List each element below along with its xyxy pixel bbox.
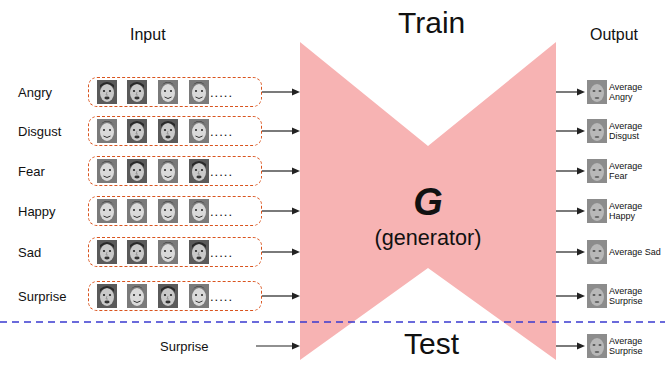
column-header: Input — [130, 26, 166, 44]
face-image — [97, 159, 117, 183]
output-node: Average Disgust — [585, 117, 663, 145]
arrow-connector — [262, 208, 300, 215]
input-group: Surprise..... — [18, 281, 262, 311]
bowtie-outline — [300, 42, 556, 360]
average-face — [587, 119, 607, 143]
face-image — [97, 199, 117, 223]
dashed-group-box — [88, 77, 262, 107]
average-face — [587, 240, 607, 264]
row-label: Sad — [18, 245, 84, 260]
phase-title: Test — [404, 327, 459, 360]
arrow-connector — [556, 89, 585, 96]
input-group: Happy..... — [18, 196, 262, 226]
row-label: Disgust — [18, 124, 84, 139]
input-group: Fear..... — [18, 156, 262, 186]
face-image — [127, 119, 147, 143]
average-face — [587, 334, 607, 358]
dashed-group-box — [88, 156, 262, 186]
arrow-connector — [556, 208, 585, 215]
generator-symbol: G — [300, 182, 556, 224]
arrow-connector — [262, 168, 300, 175]
input-faces — [97, 80, 209, 308]
average-face — [587, 199, 607, 223]
arrow-connector — [556, 343, 585, 350]
output-node: Average Surprise — [585, 332, 663, 360]
output-caption: Average Sad — [609, 247, 661, 257]
output-node: Average Surprise — [585, 282, 663, 310]
dashed-group-box — [88, 281, 262, 311]
arrow-connector — [262, 293, 300, 300]
generator-bowtie: G(generator) — [300, 42, 556, 360]
face-image — [127, 80, 147, 104]
output-caption: Average Angry — [609, 82, 661, 103]
face-image — [97, 80, 117, 104]
face-image — [158, 199, 178, 223]
arrow-connector — [556, 249, 585, 256]
arrow-connector — [556, 293, 585, 300]
face-image — [189, 240, 209, 264]
row-label: Fear — [18, 164, 84, 179]
face-image — [127, 284, 147, 308]
ellipsis-dots: ..... — [210, 85, 233, 100]
output-faces — [587, 80, 607, 358]
input-group: Sad..... — [18, 237, 262, 267]
ellipsis-dots: ..... — [210, 245, 233, 260]
average-face — [587, 159, 607, 183]
column-header: Output — [590, 26, 638, 44]
face-image — [127, 240, 147, 264]
input-group: Angry..... — [18, 77, 262, 107]
output-node: Average Angry — [585, 78, 663, 106]
arrow-connector — [256, 343, 300, 350]
face-image — [189, 80, 209, 104]
face-image — [189, 199, 209, 223]
face-image — [127, 199, 147, 223]
ellipsis-dots: ..... — [210, 289, 233, 304]
face-image — [189, 159, 209, 183]
arrow-connector — [556, 128, 585, 135]
face-image — [127, 159, 147, 183]
average-face — [587, 284, 607, 308]
input-group: Disgust..... — [18, 116, 262, 146]
ellipsis-dots: ..... — [210, 204, 233, 219]
arrow-connector — [262, 89, 300, 96]
face-image — [189, 284, 209, 308]
arrow-connector — [262, 128, 300, 135]
output-node: Average Happy — [585, 197, 663, 225]
input-group: Surprise — [160, 333, 256, 359]
row-label: Surprise — [18, 289, 84, 304]
average-face — [587, 80, 607, 104]
face-image — [158, 159, 178, 183]
output-caption: Average Fear — [609, 161, 661, 182]
generator-caption: (generator) — [300, 224, 556, 252]
face-image — [158, 119, 178, 143]
test-input-label: Surprise — [160, 339, 208, 354]
train-test-separator — [0, 321, 665, 322]
output-caption: Average Surprise — [609, 286, 661, 307]
face-image — [97, 240, 117, 264]
face-image — [158, 240, 178, 264]
output-node: Average Sad — [585, 238, 663, 266]
ellipsis-dots: ..... — [210, 164, 233, 179]
face-image — [97, 284, 117, 308]
output-caption: Average Happy — [609, 201, 661, 222]
output-node: Average Fear — [585, 157, 663, 185]
arrow-connector — [556, 168, 585, 175]
face-image — [158, 284, 178, 308]
generator-text-block: G(generator) — [300, 182, 556, 252]
dashed-group-box — [88, 237, 262, 267]
face-image — [189, 119, 209, 143]
dashed-group-box — [88, 116, 262, 146]
row-label: Angry — [18, 85, 84, 100]
arrow-connector — [262, 249, 300, 256]
output-caption: Average Surprise — [609, 336, 661, 357]
face-image — [97, 119, 117, 143]
row-label: Happy — [18, 204, 84, 219]
dashed-group-box — [88, 196, 262, 226]
phase-title: Train — [398, 6, 465, 39]
face-image — [158, 80, 178, 104]
output-caption: Average Disgust — [609, 121, 661, 142]
ellipsis-dots: ..... — [210, 124, 233, 139]
